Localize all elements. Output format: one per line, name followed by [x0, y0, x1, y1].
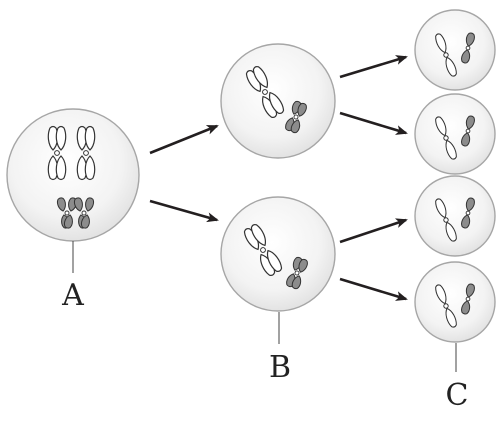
cell-right-3 — [414, 175, 496, 257]
arrow-a-to-cell-b — [149, 199, 219, 223]
cell-c: C — [414, 261, 496, 413]
cell-a-membrane — [6, 108, 140, 242]
cell-a: A — [6, 108, 140, 313]
label-b: B — [269, 350, 291, 385]
label-a: A — [61, 278, 84, 313]
cell-c-long-chromatid — [433, 283, 459, 329]
cell-upper-middle-long-chromosome — [243, 64, 287, 120]
cell-right-2-long-chromatid — [433, 115, 459, 161]
arrow-upper-to-right-cell-1 — [339, 55, 408, 79]
cell-a-short-chromosome-1 — [56, 196, 78, 230]
cell-a-long-chromosome-1 — [47, 125, 67, 181]
cell-a-long-chromosome-2 — [76, 125, 96, 181]
cell-right-1 — [414, 9, 496, 91]
cell-b: B — [220, 196, 336, 385]
cell-upper-middle — [220, 43, 336, 159]
cell-right-2 — [414, 93, 496, 175]
cell-c-membrane — [414, 261, 496, 343]
arrow-upper-to-right-cell-2 — [339, 111, 408, 135]
cell-right-3-short-chromatid — [460, 196, 476, 230]
cell-right-3-long-chromatid — [433, 197, 459, 243]
cell-upper-middle-short-chromosome — [283, 99, 309, 135]
cell-b-long-chromosome — [241, 222, 285, 278]
cell-right-2-membrane — [414, 93, 496, 175]
cell-right-1-membrane — [414, 9, 496, 91]
cell-b-membrane — [220, 196, 336, 312]
cell-b-short-chromosome — [284, 255, 310, 291]
cell-right-2-short-chromatid — [460, 114, 476, 148]
cell-right-3-membrane — [414, 175, 496, 257]
cell-right-1-long-chromatid — [433, 32, 459, 78]
cell-c-short-chromatid — [460, 282, 476, 316]
arrow-a-to-upper-cell — [149, 124, 219, 155]
cell-right-1-short-chromatid — [460, 31, 476, 65]
cell-a-short-chromosome-2 — [73, 196, 95, 230]
label-c: C — [446, 378, 469, 413]
arrow-b-to-right-cell-3 — [339, 218, 408, 244]
arrow-b-to-right-cell-4 — [339, 277, 408, 301]
